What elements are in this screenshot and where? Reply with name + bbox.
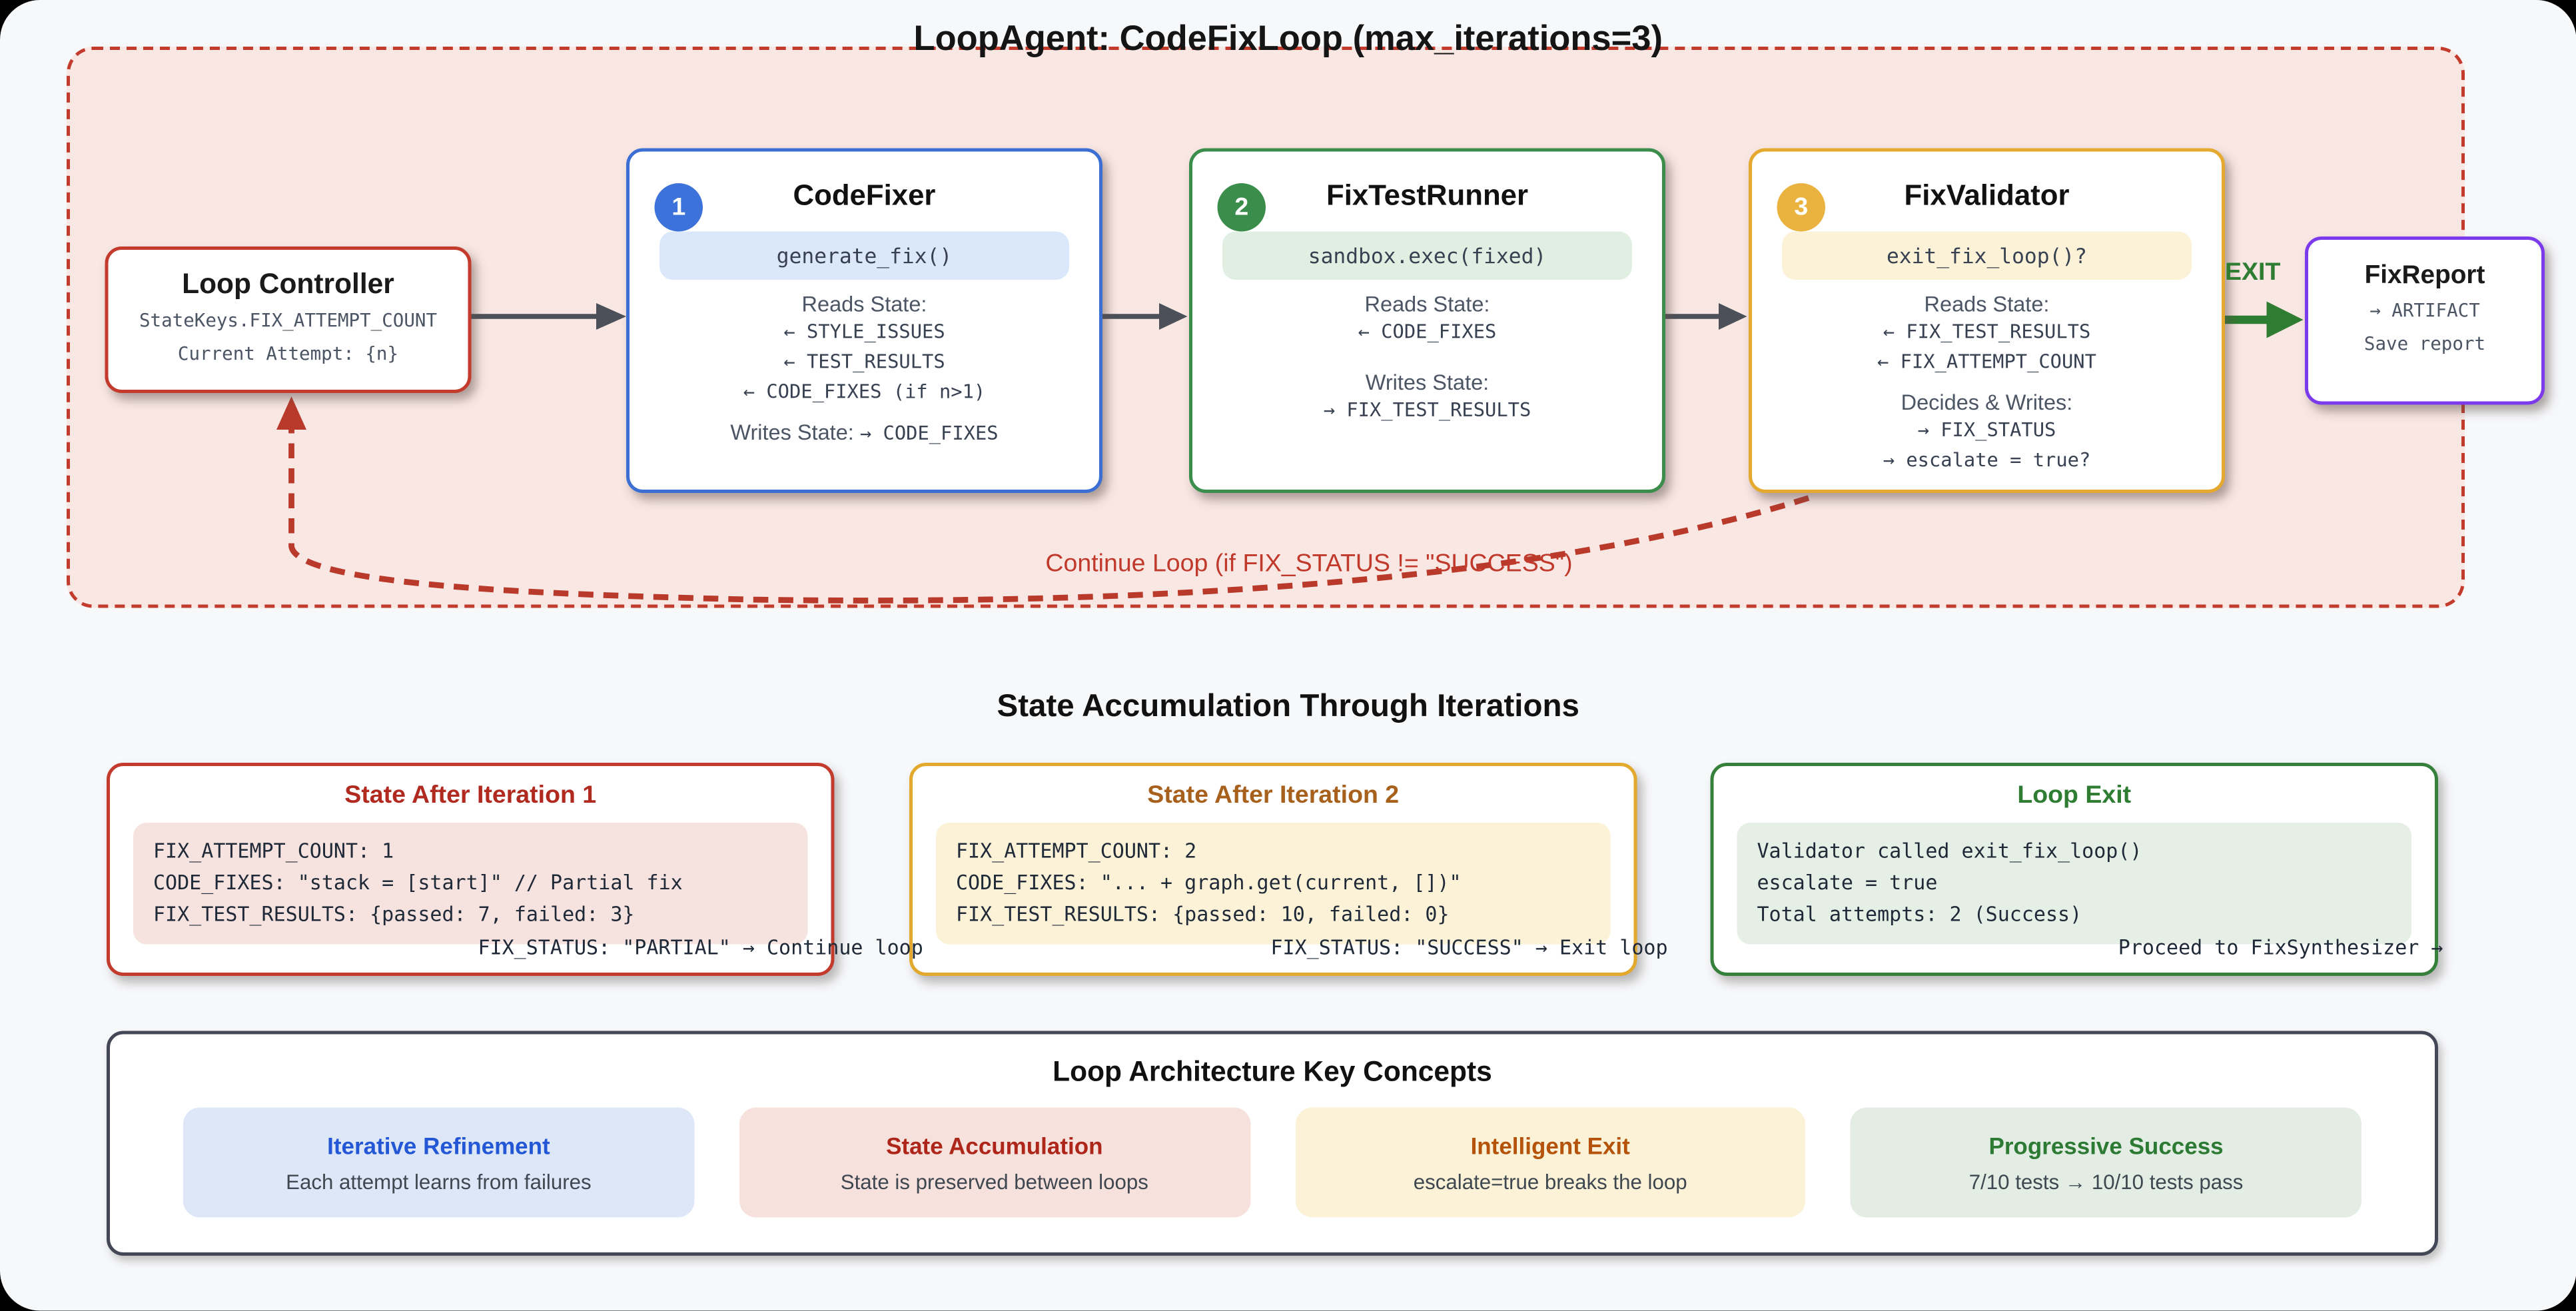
state-box-2-title: State After Iteration 2	[1147, 781, 1400, 810]
loop-controller-box: Loop Controller StateKeys.FIX_ATTEMPT_CO…	[105, 246, 472, 393]
code-line: FIX_TEST_RESULTS: {passed: 7, failed: 3}	[153, 903, 635, 926]
fixvalidator-reads-label: Reads State:	[1924, 291, 2050, 317]
codefixer-write-item: → CODE_FIXES	[859, 421, 999, 445]
codefixer-read-item: ← STYLE_ISSUES	[783, 320, 945, 343]
state-box-3-proceed-line: Proceed to FixSynthesizer →	[2118, 936, 2443, 959]
state-box-3-code: Validator called exit_fix_loop() escalat…	[1737, 823, 2411, 945]
concept-desc: State is preserved between loops	[840, 1170, 1148, 1194]
key-concepts-container: Loop Architecture Key Concepts Iterative…	[107, 1031, 2438, 1256]
codefixer-reads-label: Reads State:	[801, 291, 927, 317]
agent-box-codefixer: 1 CodeFixer generate_fix() Reads State: …	[626, 148, 1102, 493]
code-line: Validator called exit_fix_loop()	[1757, 839, 2142, 863]
codefixer-read-item: ← CODE_FIXES (if n>1)	[743, 380, 986, 403]
concept-card-state-accumulation: State Accumulation State is preserved be…	[739, 1107, 1250, 1218]
loop-controller-title: Loop Controller	[182, 268, 394, 300]
state-box-2-status-line: FIX_STATUS: "SUCCESS" → Exit loop	[1270, 936, 1668, 959]
code-line: FIX_ATTEMPT_COUNT: 2	[956, 839, 1197, 863]
fixtestrunner-write-item: → FIX_TEST_RESULTS	[1323, 398, 1531, 422]
fixreport-box: FixReport → ARTIFACT Save report	[2305, 236, 2545, 405]
code-line: FIX_TEST_RESULTS: {passed: 10, failed: 0…	[956, 903, 1450, 926]
state-box-iteration-1: State After Iteration 1 FIX_ATTEMPT_COUN…	[107, 763, 923, 976]
concept-card-progressive-success: Progressive Success 7/10 tests → 10/10 t…	[1851, 1107, 2361, 1218]
concept-card-intelligent-exit: Intelligent Exit escalate=true breaks th…	[1294, 1107, 1806, 1218]
concept-desc: Each attempt learns from failures	[286, 1170, 592, 1194]
state-box-1-status-line: FIX_STATUS: "PARTIAL" → Continue loop	[478, 936, 923, 959]
fixvalidator-writes-label: Decides & Writes:	[1901, 390, 2073, 415]
agent-box-fixtestrunner: 2 FixTestRunner sandbox.exec(fixed) Read…	[1189, 148, 1665, 493]
step-number-badge-2: 2	[1217, 183, 1266, 232]
fixvalidator-write-item: → FIX_STATUS	[1917, 418, 2056, 442]
state-section-title: State Accumulation Through Iterations	[997, 689, 1579, 725]
fixreport-save-line: Save report	[2363, 333, 2486, 355]
state-box-2-code: FIX_ATTEMPT_COUNT: 2 CODE_FIXES: "... + …	[936, 823, 1611, 945]
concept-title: Intelligent Exit	[1470, 1131, 1630, 1158]
codefixer-title: CodeFixer	[793, 178, 936, 212]
loop-controller-attempt: Current Attempt: {n}	[177, 343, 399, 365]
fixvalidator-write-item: → escalate = true?	[1883, 448, 2091, 472]
fixreport-title: FixReport	[2364, 261, 2485, 290]
codefixer-writes-line: Writes State: → CODE_FIXES	[630, 420, 1099, 445]
fixtestrunner-reads-label: Reads State:	[1364, 291, 1490, 317]
concept-title: State Accumulation	[886, 1131, 1103, 1158]
key-concepts-cards: Iterative Refinement Each attempt learns…	[110, 1089, 2435, 1218]
fixvalidator-read-item: ← FIX_ATTEMPT_COUNT	[1877, 350, 2096, 373]
state-box-3-title: Loop Exit	[2017, 781, 2132, 810]
code-line: escalate = true	[1757, 871, 1938, 895]
concept-title: Iterative Refinement	[327, 1131, 550, 1158]
fixvalidator-code-pill: exit_fix_loop()?	[1782, 231, 2192, 280]
fixreport-artifact-line: → ARTIFACT	[2369, 300, 2480, 322]
exit-label: EXIT	[2225, 258, 2281, 287]
continue-loop-label: Continue Loop (if FIX_STATUS != "SUCCESS…	[1045, 550, 1573, 578]
codefixer-read-item: ← TEST_RESULTS	[783, 350, 945, 373]
concept-title: Progressive Success	[1988, 1131, 2224, 1158]
fixvalidator-read-item: ← FIX_TEST_RESULTS	[1883, 320, 2091, 343]
concept-desc: 7/10 tests → 10/10 tests pass	[1968, 1170, 2244, 1194]
step-number-badge-1: 1	[654, 183, 703, 232]
code-line: FIX_ATTEMPT_COUNT: 1	[153, 839, 394, 863]
state-box-loop-exit: Loop Exit Validator called exit_fix_loop…	[1710, 763, 2443, 976]
codefixer-code-pill: generate_fix()	[659, 231, 1069, 280]
concept-card-iterative-refinement: Iterative Refinement Each attempt learns…	[183, 1107, 694, 1218]
concept-desc: escalate=true breaks the loop	[1413, 1170, 1687, 1194]
fixtestrunner-read-item: ← CODE_FIXES	[1358, 320, 1497, 343]
loop-agent-title: LoopAgent: CodeFixLoop (max_iterations=3…	[913, 20, 1663, 59]
state-box-1-code: FIX_ATTEMPT_COUNT: 1 CODE_FIXES: "stack …	[133, 823, 808, 945]
loop-controller-statekey: StateKeys.FIX_ATTEMPT_COUNT	[139, 310, 438, 332]
state-box-1-title: State After Iteration 1	[344, 781, 597, 810]
code-line: Total attempts: 2 (Success)	[1757, 903, 2082, 926]
code-line: CODE_FIXES: "... + graph.get(current, []…	[956, 871, 1462, 895]
fixvalidator-title: FixValidator	[1904, 178, 2070, 212]
key-concepts-title: Loop Architecture Key Concepts	[1053, 1056, 1492, 1088]
agent-box-fixvalidator: 3 FixValidator exit_fix_loop()? Reads St…	[1749, 148, 2225, 493]
fixtestrunner-writes-label: Writes State:	[1365, 370, 1490, 395]
code-line: CODE_FIXES: "stack = [start]" // Partial…	[153, 871, 683, 895]
codefixer-writes-label: Writes State:	[730, 420, 854, 445]
fixtestrunner-code-pill: sandbox.exec(fixed)	[1222, 231, 1632, 280]
state-box-iteration-2: State After Iteration 2 FIX_ATTEMPT_COUN…	[909, 763, 1668, 976]
step-number-badge-3: 3	[1777, 183, 1825, 232]
fixtestrunner-title: FixTestRunner	[1326, 178, 1529, 212]
